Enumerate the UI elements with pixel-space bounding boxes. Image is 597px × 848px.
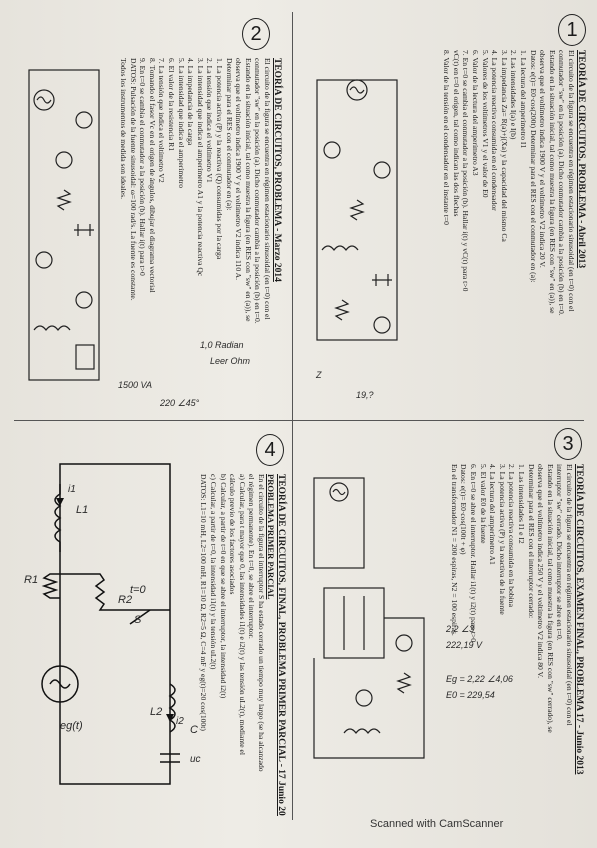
problem-number-badge: 2 bbox=[242, 18, 270, 50]
text-line: Datos: e(t)= E0·cos(100t + φ) bbox=[459, 464, 469, 555]
text-line: Datos: e(t)= E0·cos(200t) Determinar par… bbox=[528, 50, 538, 283]
text-line: 7. En t=0 se cambia el conmutador a la p… bbox=[461, 50, 471, 292]
problem-title: TEORÍA DE CIRCUITOS, EXAMEN FINAL, PROBL… bbox=[574, 464, 584, 775]
text-line: observa que el voltímetro indica 1900 V … bbox=[234, 58, 244, 281]
problem-1-text: TEORÍA DE CIRCUITOS, PROBLEMA - Abril 20… bbox=[442, 50, 586, 316]
text-line: Determinar para el RES con el conmutador… bbox=[224, 58, 234, 211]
text-line: 5. Valores de los voltímetros V1 y el va… bbox=[480, 50, 490, 198]
text-line: conmutador "sw" en la posición (a). Dich… bbox=[557, 50, 567, 316]
text-line: 7. La tensión que indica el voltímetro V… bbox=[157, 58, 167, 183]
handwritten-note: Eg = 2,22 ∠4,06 bbox=[446, 674, 513, 684]
text-line: conmutador "sw" en la posición (a). Dich… bbox=[253, 58, 263, 324]
text-line: En el circuito de la figura el interrupt… bbox=[257, 474, 266, 772]
text-line: DATOS: Pulsación de la fuente sinusoidal… bbox=[128, 58, 138, 301]
label-eg: eg(t) bbox=[60, 720, 83, 732]
problem-2: 2 TEORÍA DE CIRCUITOS, PROBLEMA - Marzo … bbox=[10, 10, 290, 416]
problem-3-text: TEORÍA DE CIRCUITOS, EXAMEN FINAL, PROBL… bbox=[449, 464, 584, 774]
label-uc: uc bbox=[190, 754, 201, 765]
text-line: 4. La potencia reactiva consumida en el … bbox=[490, 50, 500, 211]
text-line: el régimen permanente). En t=0, se abre … bbox=[247, 474, 257, 639]
text-line: 2. La potencia reactiva consumida en la … bbox=[507, 464, 517, 607]
handwritten-note: 2,2 ∠3 bbox=[446, 624, 475, 634]
problem-title: TEORÍA DE CIRCUITOS, PROBLEMA - Abril 20… bbox=[576, 50, 586, 269]
problem-number-badge: 3 bbox=[554, 428, 582, 460]
label-i2: i2 bbox=[176, 716, 184, 727]
vertical-divider bbox=[292, 12, 293, 820]
problem-title: TEORÍA DE CIRCUITOS, PROBLEMA - Marzo 20… bbox=[272, 58, 282, 282]
circuit-diagram-3 bbox=[313, 477, 425, 759]
text-line: 5. La intensidad que indica el amperímet… bbox=[176, 58, 186, 189]
text-line: 1. La potencia activa (P) y la reactiva … bbox=[215, 58, 225, 260]
text-line: Determinar para el RES con el interrupto… bbox=[526, 464, 536, 619]
text-line: El circuito de la figura se encuentra en… bbox=[263, 58, 272, 320]
label-t0: t=0 bbox=[130, 584, 146, 596]
text-line: observa que el voltímetro indica 250 V y… bbox=[536, 464, 546, 678]
circuit-diagram-2 bbox=[28, 69, 100, 381]
text-line: b) Calcular, a partir de t=0 en que se a… bbox=[218, 474, 228, 699]
label-R1: R1 bbox=[24, 574, 39, 586]
text-line: 2. Las intensidades I(a) e I(b) bbox=[509, 50, 519, 140]
problem-number-badge: 1 bbox=[558, 14, 586, 46]
label-R2: R2 bbox=[118, 594, 133, 606]
text-line: vC(t) en t=0 el origen, tal como indican… bbox=[451, 50, 461, 217]
scanner-watermark: Scanned with CamScanner bbox=[370, 818, 504, 830]
label-L1: L1 bbox=[76, 504, 89, 516]
text-line: 8. Tomando el fasor Vc en el origen de á… bbox=[147, 58, 157, 293]
circuit-diagram-1 bbox=[316, 79, 398, 341]
text-line: Estando en la situación inicial, tal com… bbox=[547, 50, 557, 314]
text-line: 9. En t=0 se cambia el conmutador a la p… bbox=[138, 58, 148, 276]
label-C: C bbox=[190, 724, 198, 736]
text-line: interruptor "sw" cerrado. Dicho interrup… bbox=[555, 464, 565, 641]
text-line: Estando en la situación inicial, tal com… bbox=[243, 58, 253, 322]
problem-2-text: TEORÍA DE CIRCUITOS, PROBLEMA - Marzo 20… bbox=[119, 58, 282, 324]
handwritten-note: 220 ∠45° bbox=[160, 398, 200, 408]
text-line: 2. La tensión que indica el voltímetro V… bbox=[205, 58, 215, 183]
text-line: El circuito de la figura se encuentra en… bbox=[565, 464, 574, 726]
handwritten-note: 1500 VA bbox=[118, 380, 153, 390]
text-line: 1. La lectura del amperímetro I1 bbox=[519, 50, 529, 149]
text-line: 3. La impedancia Za= R(a)+j(Xa) y la cap… bbox=[499, 50, 509, 242]
label-L2: L2 bbox=[150, 706, 163, 718]
text-line: El circuito de la figura se encuentra en… bbox=[567, 50, 576, 312]
label-switch: S bbox=[134, 614, 142, 626]
text-line: 3. La potencia activa (P) y la reactiva … bbox=[497, 464, 507, 615]
circuit-diagram-4 bbox=[41, 463, 180, 785]
text-line: 4. La impedancia de la carga bbox=[186, 58, 196, 146]
text-line: c) Calcular, a partir de t=0, la intensi… bbox=[209, 474, 219, 670]
text-line: 8. Valor de la tensión en el condensador… bbox=[442, 50, 452, 225]
text-line: 3. La intensidad que indica el amperímet… bbox=[195, 58, 205, 277]
problem-4: 4 TEORÍA DE CIRCUITOS, FINAL, PROBLEMA P… bbox=[10, 424, 290, 816]
text-line: 4. La lectura del amperímetro A1 bbox=[488, 464, 498, 565]
text-line: 6. En t=0 se abre el interruptor. Hallar… bbox=[469, 464, 479, 643]
problem-4-text: TEORÍA DE CIRCUITOS, FINAL, PROBLEMA PRI… bbox=[199, 474, 286, 816]
text-line: Todos los instrumentos de medida son ide… bbox=[119, 58, 129, 199]
problem-subtitle: PROBLEMA PRIMER PARCIAL bbox=[266, 474, 276, 600]
problem-title: TEORÍA DE CIRCUITOS, FINAL, PROBLEMA PRI… bbox=[276, 474, 286, 816]
handwritten-note: 1,0 Radian bbox=[200, 340, 244, 350]
text-line: cálculo previo de los factores asociados bbox=[228, 474, 238, 595]
text-line: 6. El valor de la resistencia R1 bbox=[167, 58, 177, 151]
text-line: 6. Valor de la lectura del amperímetro A… bbox=[471, 50, 481, 176]
text-line: observa que el voltímetro indica 1900 V … bbox=[538, 50, 548, 268]
problem-number-badge: 4 bbox=[256, 434, 284, 466]
text-line: Estando en la situación inicial, tal com… bbox=[545, 464, 555, 733]
text-line: 1. Las intensidades I1 e I2 bbox=[517, 464, 527, 544]
text-line: 5. El valor E0 de la fuente bbox=[478, 464, 488, 544]
label-i1: i1 bbox=[68, 484, 76, 495]
handwritten-note: 19,? bbox=[356, 390, 374, 400]
problem-3: 3 TEORÍA DE CIRCUITOS, EXAMEN FINAL, PRO… bbox=[296, 424, 588, 816]
text-line: En el transformador N1 = 200 espiras, N2… bbox=[449, 464, 459, 636]
text-line: a) Calcular, para t mayor que 0, las int… bbox=[237, 474, 247, 755]
problem-1: 1 TEORÍA DE CIRCUITOS, PROBLEMA - Abril … bbox=[296, 10, 588, 416]
handwritten-note: 222,19 V bbox=[446, 640, 483, 650]
handwritten-note: Leer Ohm bbox=[210, 356, 251, 366]
horizontal-divider bbox=[14, 420, 584, 421]
handwritten-note: E0 = 229,54 bbox=[446, 690, 495, 700]
handwritten-note: Z bbox=[316, 370, 322, 380]
